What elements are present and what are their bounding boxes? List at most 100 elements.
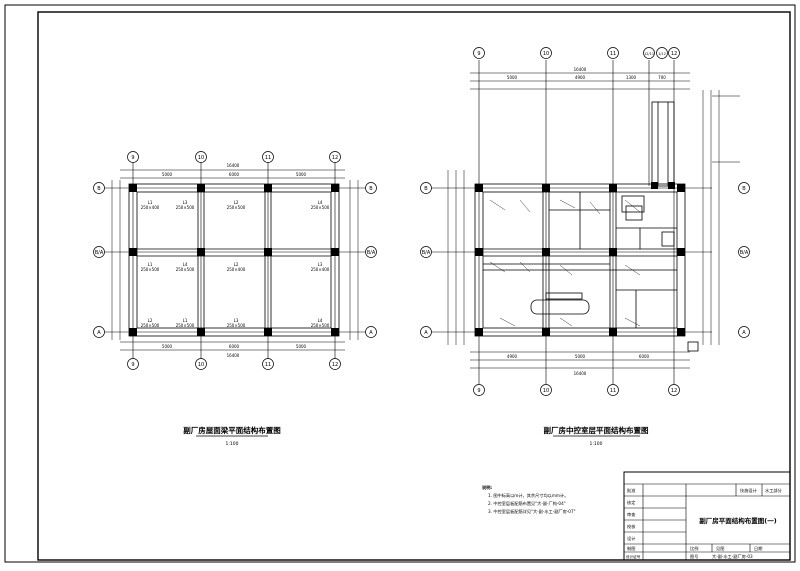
left-axis-top-1: 9 [131,155,134,161]
control-room-plan: 9 10 11 12/11 1/12 12 9 10 11 12 B B/A A… [420,47,750,447]
beam-label-size: 250×500 [176,267,195,272]
left-axis-side-2: B/A [95,250,104,256]
part-label: 水工部分 [765,487,783,494]
notes-heading: 说明: [482,484,492,491]
right-axis-top-4: 12/11 [644,52,654,56]
right-dim-b1: 4900 [507,354,518,359]
left-plan-title: 副厂房屋面梁平面结构布置图 [183,425,281,435]
beam-label-name: L1 [148,262,153,267]
role-review: 审查 [627,511,636,518]
callout-leader [559,264,573,276]
left-dim-b1: 5000 [162,344,173,349]
left-dim-b3: 5000 [296,344,307,349]
beam-label-size: 250×500 [311,205,330,210]
left-overall-dim-bottom: 16400 [227,353,240,358]
right-axis-side-3: A [424,330,428,336]
callout-leader [489,199,506,211]
drawing-title: 副厂房平面结构布置图(一) [699,516,776,525]
callout-leader [624,317,641,327]
beam-label-size: 250×500 [311,323,330,328]
callout-leader [559,317,573,327]
left-axis-top-3: 11 [265,155,271,161]
left-dim-b2: 6000 [229,344,240,349]
callout-leader [489,261,506,273]
right-axis-bottom-1: 9 [477,388,480,394]
right-dim-1: 5000 [507,75,518,80]
scale-label: 比例 [690,545,698,552]
right-overall-dim: 16400 [574,67,587,72]
beam-label-size: 250×500 [141,267,160,272]
beam-label-size: 250×500 [227,323,246,328]
beam-label-size: 250×500 [176,205,195,210]
callout-leader [519,261,531,273]
beam-label-size: 250×500 [227,205,246,210]
note-3: 3. 中控室层板配筋详见"大-副-水工-副厂房-07" [488,508,576,515]
beam-label-name: L2 [234,262,239,267]
right-dim-2: 4900 [575,75,586,80]
role-design: 设计 [627,535,635,542]
role-cert: 设计证号 [626,554,641,559]
date-label: 日期 [754,546,762,552]
role-draw: 制图 [627,545,635,552]
right-axis-side-r2: B/A [740,250,749,256]
right-dim-b2: 5000 [575,354,586,359]
beam-label-size: 250×400 [141,205,160,210]
title-block: 批准 核定 审查 校核 设计 制图 设计证号 技施设计 水工部分 比例 见图 日… [623,471,791,561]
callout-leader [499,317,516,327]
beam-label-name: L4 [318,200,323,205]
callout-leader [624,264,641,276]
drawing-no-label: 图号 [690,554,698,560]
roof-beam-plan: 9 10 11 12 9 10 11 12 B B/A A B B/A A 16… [93,151,377,447]
beam-label-size: 250×400 [311,267,330,272]
left-axis-side-r3: A [369,330,373,336]
left-axis-side-r1: B [369,186,373,192]
left-axis-bottom-2: 10 [198,362,204,368]
right-axis-top-1: 9 [477,51,480,57]
right-axis-top-6: 12 [671,51,677,57]
callout-leader [624,199,641,213]
beam-label-name: L3 [318,262,323,267]
beam-label-size: 250×500 [176,323,195,328]
right-axis-bottom-2: 10 [543,388,549,394]
left-axis-side-1: B [97,186,101,192]
right-plan-title: 副厂房中控室层平面结构布置图 [544,425,649,435]
right-axis-bottom-4: 12 [671,388,677,394]
left-axis-top-4: 12 [332,155,338,161]
beam-label-name: L2 [234,200,239,205]
right-axis-bottom-3: 11 [610,388,616,394]
left-overall-dim: 16400 [227,163,240,168]
left-axis-top-2: 10 [198,155,204,161]
outer-border [4,4,796,563]
role-check: 校核 [627,523,636,530]
beam-label-name: L3 [234,318,239,323]
beam-label-name: L1 [183,318,188,323]
beam-label-size: 250×500 [141,323,160,328]
note-1: 1. 图中标高以m计，其余尺寸均以mm计。 [488,492,568,499]
note-2: 2. 中控室层板配筋布置见"大-副-厂构-04" [488,500,566,507]
beam-label-name: L3 [183,200,188,205]
role-verify: 核定 [627,499,635,506]
right-plan-scale: 1:100 [590,441,603,447]
beam-label-name: L4 [318,318,323,323]
left-plan-scale: 1:100 [226,441,239,447]
left-dim-3: 5000 [296,172,307,177]
notes: 说明: 1. 图中标高以m计，其余尺寸均以mm计。 2. 中控室层板配筋布置见"… [482,484,576,515]
left-axis-bottom-4: 12 [332,362,338,368]
left-dim-2: 6000 [229,172,240,177]
right-axis-top-5: 1/12 [658,52,666,56]
drawing-no: 大-副-水工-副厂房-03 [712,553,753,560]
scale-value: 见图 [716,546,724,552]
left-axis-bottom-3: 11 [265,362,271,368]
right-overall-dim-bottom: 16400 [574,371,587,376]
beam-label-name: L1 [148,200,153,205]
stage-label: 技施设计 [740,487,757,494]
left-axis-side-3: A [97,330,101,336]
right-axis-top-2: 10 [543,51,549,57]
callout-leader [559,199,576,209]
beam-label-name: L4 [183,262,188,267]
right-axis-side-1: B [424,186,428,192]
left-axis-bottom-1: 9 [131,362,134,368]
role-approve: 批准 [627,487,635,494]
